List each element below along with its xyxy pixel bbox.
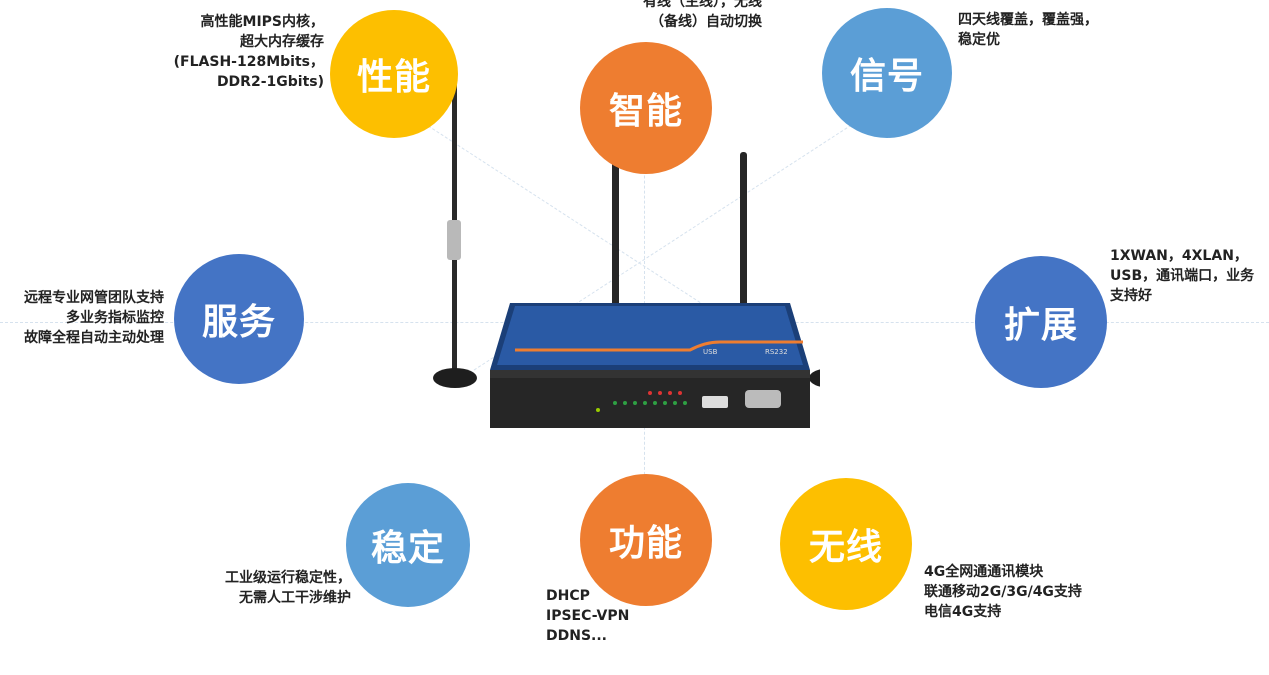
router-device-image: USB RS232 xyxy=(433,70,820,428)
led-row xyxy=(596,391,687,412)
bubble-wireless-label: 无线 xyxy=(808,527,883,568)
bubble-signal: 信号 xyxy=(822,8,952,138)
bubble-function: 功能 xyxy=(580,474,712,606)
bubble-expand: 扩展 xyxy=(975,256,1107,388)
desc-line: DDR2-1Gbits) xyxy=(216,74,324,90)
desc-line: 无需人工干涉维护 xyxy=(239,590,351,606)
desc-line: 电信4G支持 xyxy=(924,604,1002,620)
panel-label-usb: USB xyxy=(703,348,718,356)
desc-line: 有线（主线），无线 xyxy=(643,0,762,10)
bubble-signal-label: 信号 xyxy=(849,56,924,97)
desc-signal: 四天线覆盖，覆盖强， 稳定优 xyxy=(958,10,1098,50)
desc-function: DHCP IPSEC-VPN DDNS... xyxy=(546,586,629,646)
bubble-performance: 性能 xyxy=(330,10,458,138)
desc-line: IPSEC-VPN xyxy=(546,608,630,624)
desc-line: DDNS... xyxy=(546,628,607,644)
desc-performance: 高性能MIPS内核， 超大内存缓存 (FLASH-128Mbits， DDR2-… xyxy=(174,12,324,92)
bubble-stable-label: 稳定 xyxy=(370,528,445,569)
desc-line: 四天线覆盖，覆盖强， xyxy=(958,12,1098,28)
desc-wireless: 4G全网通通讯模块 联通移动2G/3G/4G支持 电信4G支持 xyxy=(924,562,1082,622)
desc-smart: 有线（主线），无线 （备线）自动切换 xyxy=(643,0,762,32)
desc-line: USB，通讯端口，业务 xyxy=(1110,268,1255,284)
panel-label-rs232: RS232 xyxy=(765,348,788,356)
desc-line: 1XWAN，4XLAN， xyxy=(1110,248,1248,264)
desc-line: 联通移动2G/3G/4G支持 xyxy=(924,584,1082,600)
desc-line: 超大内存缓存 xyxy=(240,34,324,50)
bubble-performance-label: 性能 xyxy=(356,57,431,98)
desc-line: 4G全网通通讯模块 xyxy=(924,564,1044,580)
desc-line: 多业务指标监控 xyxy=(66,310,164,326)
bubble-service-label: 服务 xyxy=(201,302,276,343)
desc-line: 工业级运行稳定性， xyxy=(225,570,351,586)
desc-line: 高性能MIPS内核， xyxy=(200,14,324,30)
bubble-wireless: 无线 xyxy=(780,478,912,610)
desc-stable: 工业级运行稳定性， 无需人工干涉维护 xyxy=(225,568,351,608)
bubble-function-label: 功能 xyxy=(608,523,683,564)
desc-line: 稳定优 xyxy=(958,32,1000,48)
desc-line: 远程专业网管团队支持 xyxy=(24,290,164,306)
desc-expand: 1XWAN，4XLAN， USB，通讯端口，业务 支持好 xyxy=(1110,246,1254,306)
desc-service: 远程专业网管团队支持 多业务指标监控 故障全程自动主动处理 xyxy=(24,288,164,348)
bubble-smart-label: 智能 xyxy=(608,91,683,132)
antenna-left xyxy=(433,70,477,388)
desc-line: DHCP xyxy=(546,588,590,604)
bubble-service: 服务 xyxy=(174,254,304,384)
desc-line: 故障全程自动主动处理 xyxy=(24,330,164,346)
bubble-stable: 稳定 xyxy=(346,483,470,607)
antenna-right xyxy=(809,369,820,387)
desc-line: 支持好 xyxy=(1110,288,1152,304)
bubble-expand-label: 扩展 xyxy=(1003,305,1078,346)
desc-line: (FLASH-128Mbits， xyxy=(173,54,324,70)
bubble-smart: 智能 xyxy=(580,42,712,174)
desc-line: （备线）自动切换 xyxy=(650,14,762,30)
